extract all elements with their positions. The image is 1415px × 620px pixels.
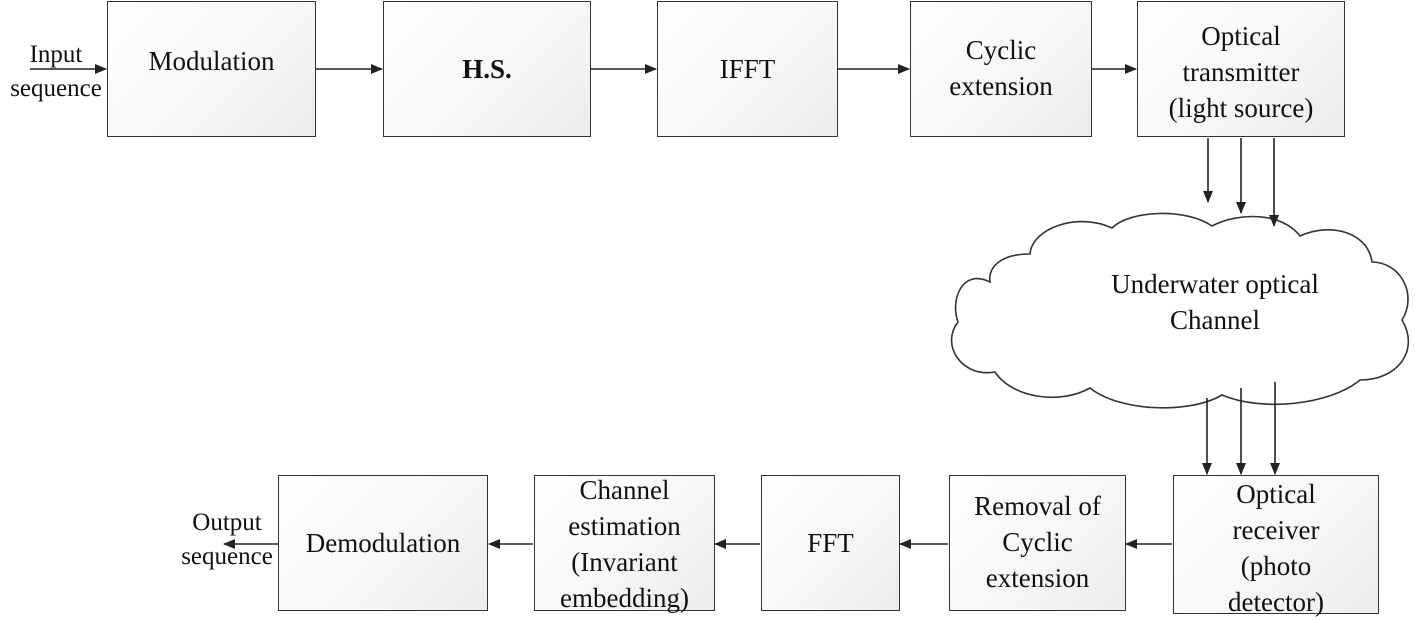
receiver-label-line-4: detector): [1228, 587, 1324, 617]
output-label-line-2: sequence: [181, 543, 273, 570]
channel-estimation-block: Channel estimation (Invariant embedding): [534, 475, 715, 613]
channel-label-line-1: Underwater optical: [1111, 269, 1319, 299]
removal-label-line-3: extension: [985, 563, 1090, 593]
output-sequence-label: Output sequence: [168, 506, 286, 574]
cyclic-label-line-1: Cyclic: [965, 35, 1037, 65]
optical-transmitter-block: Optical transmitter (light source): [1137, 1, 1345, 137]
underwater-channel-cloud: [950, 212, 1410, 409]
hs-label: H.S.: [462, 54, 512, 84]
demodulation-block: Demodulation: [278, 475, 488, 611]
transmitter-label-line-3: (light source): [1168, 93, 1314, 123]
ifft-block: IFFT: [657, 1, 838, 137]
receiver-label-line-2: receiver: [1232, 515, 1320, 545]
modulation-block: Modulation: [107, 1, 316, 137]
hs-block: H.S.: [383, 1, 591, 137]
estimation-label-line-3: (Invariant: [571, 547, 678, 577]
transmitter-label-line-2: transmitter: [1182, 57, 1300, 87]
optical-receiver-block: Optical receiver (photo detector): [1173, 475, 1379, 617]
fft-block: FFT: [761, 475, 900, 611]
fft-label: FFT: [807, 528, 854, 558]
removal-label-line-1: Removal of: [974, 491, 1101, 521]
estimation-label-line-2: estimation: [568, 511, 681, 541]
cyclic-extension-block: Cyclic extension: [910, 1, 1092, 137]
modulation-label: Modulation: [148, 46, 275, 76]
demodulation-label: Demodulation: [305, 528, 461, 558]
transmitter-label-line-1: Optical: [1201, 21, 1281, 51]
ifft-label: IFFT: [719, 54, 776, 84]
input-label-line-2: sequence: [10, 75, 102, 102]
channel-label-line-2: Channel: [1170, 305, 1260, 335]
removal-cyclic-extension-block: Removal of Cyclic extension: [949, 475, 1126, 611]
receiver-label-line-1: Optical: [1236, 479, 1316, 509]
receiver-label-line-3: (photo: [1240, 551, 1312, 581]
removal-label-line-2: Cyclic: [1002, 527, 1073, 557]
cyclic-label-line-2: extension: [949, 71, 1053, 101]
output-label-line-1: Output: [192, 509, 262, 536]
underwater-channel-label: Underwater optical Channel: [1040, 266, 1390, 338]
estimation-label-line-4: embedding): [560, 583, 689, 613]
input-label-line-1: Input: [29, 41, 83, 68]
input-sequence-label: Input sequence: [0, 38, 112, 106]
estimation-label-line-1: Channel: [579, 475, 670, 505]
